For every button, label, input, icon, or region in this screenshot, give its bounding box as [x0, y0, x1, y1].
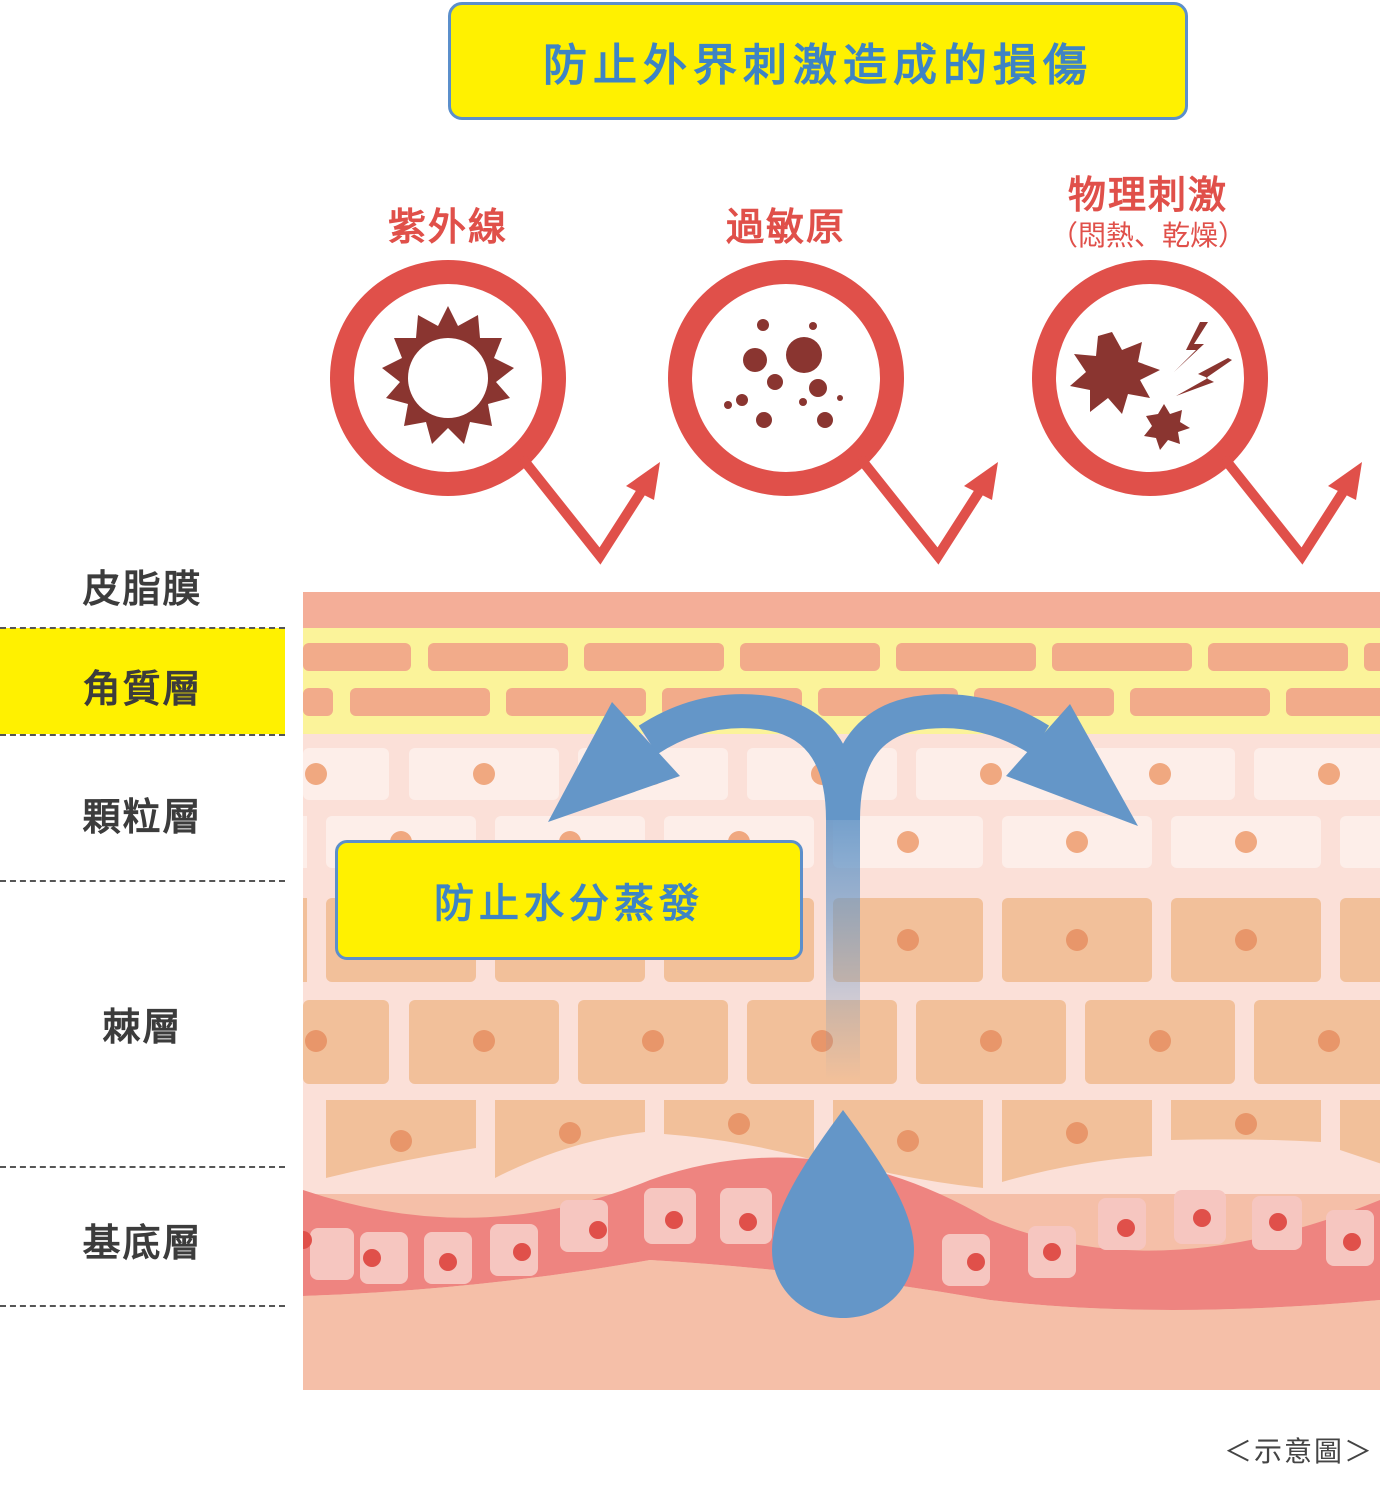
water-arrow — [548, 694, 1138, 1080]
layer-label-stratum-corneum: 角質層 — [82, 667, 203, 711]
water-evaporation-label: 防止水分蒸發 — [335, 840, 803, 960]
layer-label-spinous: 棘層 — [102, 1005, 183, 1049]
layer-label-basal: 基底層 — [82, 1221, 203, 1265]
allergen-magnifier-icon — [668, 260, 998, 565]
layer-label-sebum: 皮脂膜 — [82, 567, 203, 611]
threat-label-allergen: 過敏原 — [725, 205, 846, 249]
layer-label-granular: 顆粒層 — [82, 795, 203, 839]
threat-sublabel-physical: （悶熱、乾燥） — [1049, 219, 1246, 252]
uv-magnifier-icon — [330, 260, 660, 565]
threat-label-physical: 物理刺激 — [1067, 173, 1228, 217]
allergen-particles-icon — [724, 319, 843, 428]
divider — [0, 880, 285, 882]
schematic-note: ＜示意圖＞ — [1223, 1435, 1374, 1468]
physical-stimulus-icon — [1070, 322, 1232, 450]
divider — [0, 627, 285, 629]
sun-icon — [382, 306, 514, 444]
threat-label-uv: 紫外線 — [387, 205, 508, 249]
divider — [0, 1305, 285, 1307]
page-title: 防止外界刺激造成的損傷 — [448, 2, 1188, 120]
physical-magnifier-icon — [1032, 260, 1362, 565]
divider — [0, 1166, 285, 1168]
divider — [0, 734, 285, 736]
water-drop-icon — [772, 1110, 914, 1318]
basal-nuclei — [303, 1209, 1361, 1271]
corneum-highlight — [0, 628, 285, 734]
